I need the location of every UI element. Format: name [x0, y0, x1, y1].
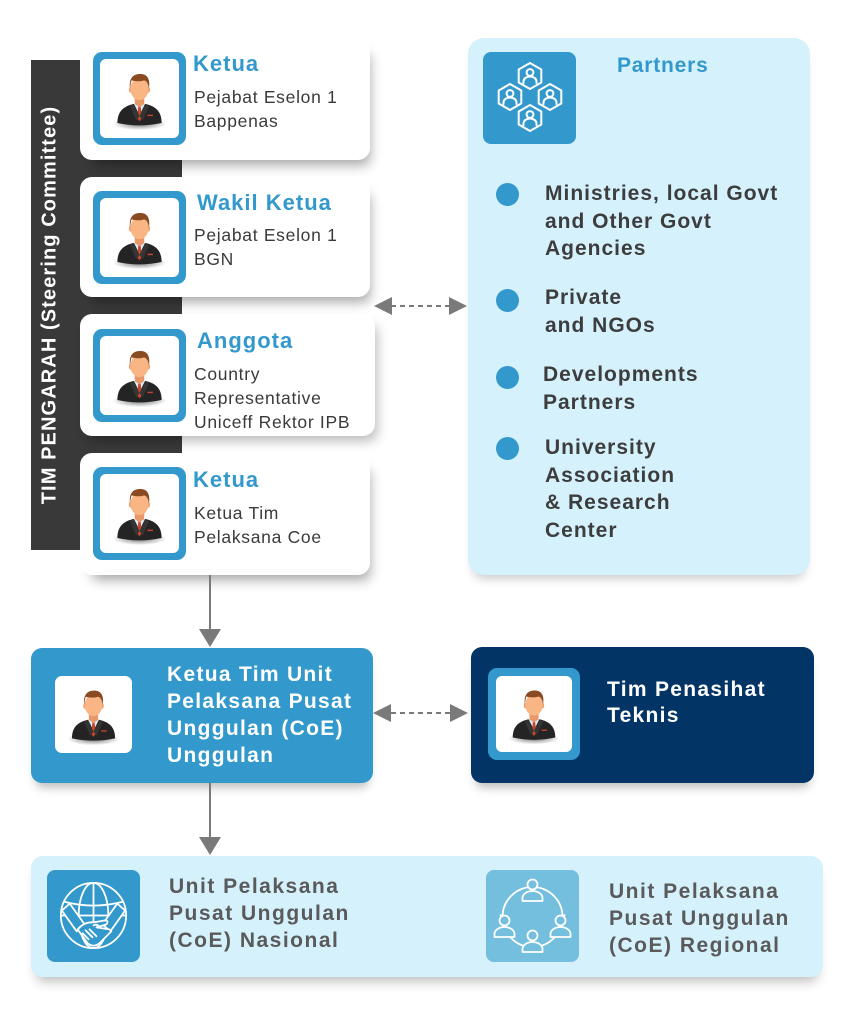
partner-item-line: Developments [543, 363, 699, 386]
arrowhead-left [373, 704, 391, 722]
member-card-ketua[interactable]: Ketua Pejabat Eselon 1 Bappenas [80, 37, 370, 160]
partner-item-line: Association [545, 463, 676, 487]
member-title: Wakil Ketua [197, 190, 332, 215]
member-description-line: Uniceff Rektor IPB [194, 412, 351, 432]
unit-nasional-line: Pusat Unggulan [169, 902, 350, 925]
person-avatar-icon [100, 474, 179, 553]
avatar-frame [488, 668, 580, 760]
steering-committee-label: TIM PENGARAH (Steering Committee) [38, 105, 61, 505]
member-description-line: Representative [194, 388, 322, 408]
partners-network-icon [497, 62, 563, 132]
technical-advisors-label: Tim Penasihat Teknis [607, 677, 766, 729]
community-cycle-icon [493, 878, 572, 953]
coe-lead-box[interactable]: Ketua Tim Unit Pelaksana Pusat Unggulan … [31, 648, 373, 783]
member-description-line: BGN [194, 248, 235, 269]
bullet-icon [496, 366, 519, 389]
partner-item-text: Ministries, local Govt and Other Govt Ag… [545, 180, 778, 263]
unit-regional-line: (CoE) Regional [609, 934, 781, 957]
bullet-icon [496, 289, 519, 312]
member-description: Pejabat Eselon 1 Bappenas [194, 86, 338, 133]
unit-regional-icon-box [486, 870, 579, 962]
member-description: Country Representative Uniceff Rektor IP… [194, 362, 350, 434]
coe-lead-line: Unggulan [167, 744, 275, 767]
partner-item-text: Developments Partners [543, 361, 699, 416]
member-card-wakil-ketua[interactable]: Wakil Ketua Pejabat Eselon 1 BGN [80, 177, 370, 297]
person-avatar-icon [496, 676, 572, 752]
unit-nasional-line: Unit Pelaksana [169, 875, 340, 898]
partner-item-line: Ministries, local Govt [545, 182, 779, 205]
partner-item-line: and Other Govt [545, 209, 712, 233]
member-description-line: Country [194, 364, 261, 384]
unit-nasional-line: (CoE) Nasional [169, 929, 340, 952]
person-avatar-icon [100, 198, 179, 277]
connector-coe-lead-advisors [373, 704, 468, 722]
unit-nasional-icon-box [47, 870, 140, 962]
partner-item-line: Agencies [545, 237, 647, 260]
avatar-frame [93, 467, 186, 560]
partner-item-line: & Research [545, 491, 671, 514]
partner-item-line: Center [545, 518, 618, 542]
globe-handshake-icon [59, 881, 128, 950]
partners-title: Partners [617, 54, 709, 77]
unit-regional-line: Unit Pelaksana [609, 880, 780, 903]
bullet-icon [496, 437, 519, 460]
avatar-frame [93, 329, 186, 422]
member-description: Ketua Tim Pelaksana Coe [194, 502, 322, 549]
member-title: Ketua [193, 467, 260, 492]
avatar-frame [55, 676, 132, 753]
arrowhead-down [199, 837, 221, 855]
member-description: Pejabat Eselon 1 BGN [194, 224, 338, 271]
technical-advisors-line: Teknis [607, 704, 680, 727]
bullet-icon [496, 183, 519, 206]
unit-nasional-label: Unit Pelaksana Pusat Unggulan (CoE) Nasi… [169, 873, 350, 954]
member-title: Ketua [193, 51, 260, 76]
unit-regional-label: Unit Pelaksana Pusat Unggulan (CoE) Regi… [609, 878, 790, 959]
person-avatar-icon [100, 59, 179, 138]
unit-regional-line: Pusat Unggulan [609, 907, 790, 930]
avatar-frame [93, 52, 186, 145]
technical-advisors-box[interactable]: Tim Penasihat Teknis [471, 647, 814, 783]
coe-units-panel: Unit Pelaksana Pusat Unggulan (CoE) Nasi… [31, 856, 823, 977]
partner-item-text: University Association & Research Center [545, 434, 675, 544]
partner-item-line: Private [545, 286, 623, 309]
member-title: Anggota [197, 328, 294, 353]
member-description-line: Pejabat Eselon 1 [194, 87, 338, 107]
person-avatar-icon [100, 336, 179, 415]
arrowhead-right [450, 704, 468, 722]
coe-lead-line: Ketua Tim Unit [167, 663, 333, 686]
partner-item-text: Private and NGOs [545, 284, 656, 339]
coe-lead-line: Unggulan (CoE) [167, 717, 344, 740]
member-description-line: Pejabat Eselon 1 [194, 225, 338, 245]
member-card-anggota[interactable]: Anggota Country Representative Uniceff R… [80, 314, 375, 436]
connector-steering-to-coe-lead [199, 575, 221, 647]
arrowhead-right [449, 297, 467, 315]
coe-lead-label: Ketua Tim Unit Pelaksana Pusat Unggulan … [167, 661, 352, 769]
arrowhead-down [199, 629, 221, 647]
member-description-line: Ketua Tim [194, 503, 280, 523]
partners-icon-box [483, 52, 576, 144]
arrowhead-left [374, 297, 392, 315]
avatar-frame [93, 191, 186, 284]
member-description-line: Bappenas [194, 110, 279, 131]
partners-panel: Partners Ministries, local Govt and Othe… [468, 38, 810, 575]
member-card-ketua-pelaksana[interactable]: Ketua Ketua Tim Pelaksana Coe [80, 453, 370, 575]
connector-coe-lead-to-units [199, 783, 221, 855]
partner-item-line: University [545, 436, 657, 459]
partner-item-line: and NGOs [545, 313, 656, 337]
partner-item-line: Partners [543, 390, 637, 414]
coe-lead-line: Pelaksana Pusat [167, 690, 353, 713]
person-avatar-icon [55, 676, 132, 753]
member-description-line: Pelaksana Coe [194, 526, 322, 547]
connector-steering-partners [374, 297, 467, 315]
technical-advisors-line: Tim Penasihat [607, 678, 766, 701]
